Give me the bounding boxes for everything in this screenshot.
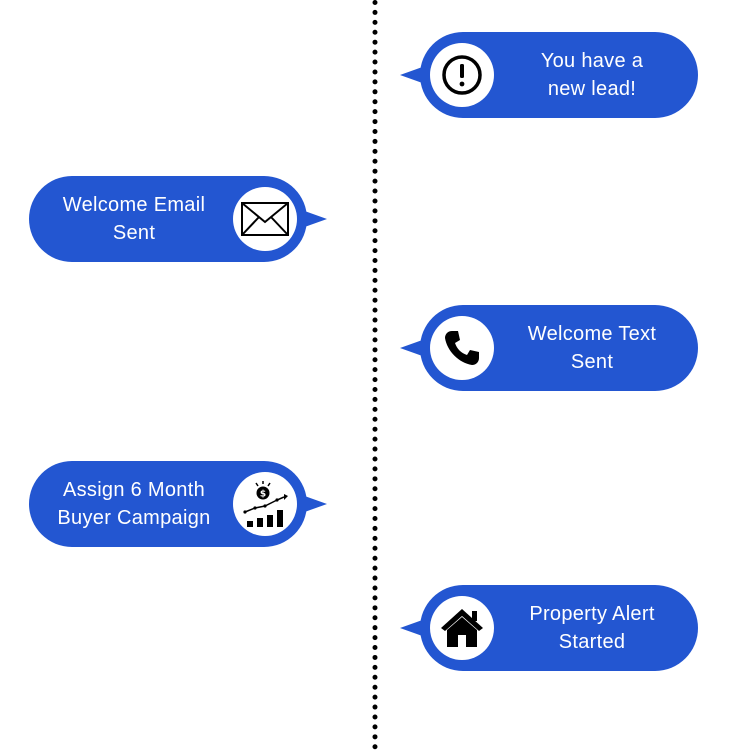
step-label-line: Property Alert (529, 603, 655, 625)
envelope-icon (233, 187, 297, 251)
step-label: Property Alert Started (500, 585, 684, 671)
step-label-line: new lead! (547, 78, 637, 100)
house-icon (430, 596, 494, 660)
step-label-line: Welcome Email (62, 194, 206, 216)
exclamation-icon (430, 43, 494, 107)
bubble-pointer (299, 494, 327, 514)
step-label-line: Buyer Campaign (57, 507, 211, 529)
phone-icon (430, 316, 494, 380)
timeline-dotted-line (372, 0, 378, 750)
svg-text:$: $ (260, 490, 266, 500)
step-buyer-campaign: $ Assign 6 Month Buyer Campaign (29, 461, 327, 547)
step-welcome-text: Welcome Text Sent (400, 305, 698, 391)
growth-chart-icon: $ (233, 472, 297, 536)
bubble-pointer (299, 209, 327, 229)
step-label-line: Welcome Text (527, 323, 657, 345)
step-label-line: Sent (112, 222, 156, 244)
step-property-alert: Property Alert Started (400, 585, 698, 671)
step-new-lead: You have a new lead! (400, 32, 698, 118)
step-welcome-email: Welcome Email Sent (29, 176, 327, 262)
bubble-pointer (400, 65, 428, 85)
step-label-line: Sent (570, 351, 614, 373)
step-label: Welcome Email Sent (41, 176, 227, 262)
step-label: Assign 6 Month Buyer Campaign (41, 461, 227, 547)
bubble-pointer (400, 618, 428, 638)
step-label-line: Assign 6 Month (62, 479, 206, 501)
bubble-pointer (400, 338, 428, 358)
step-label-line: Started (558, 631, 626, 653)
step-label: Welcome Text Sent (500, 305, 684, 391)
step-label: You have a new lead! (500, 32, 684, 118)
step-label-line: You have a (540, 50, 644, 72)
